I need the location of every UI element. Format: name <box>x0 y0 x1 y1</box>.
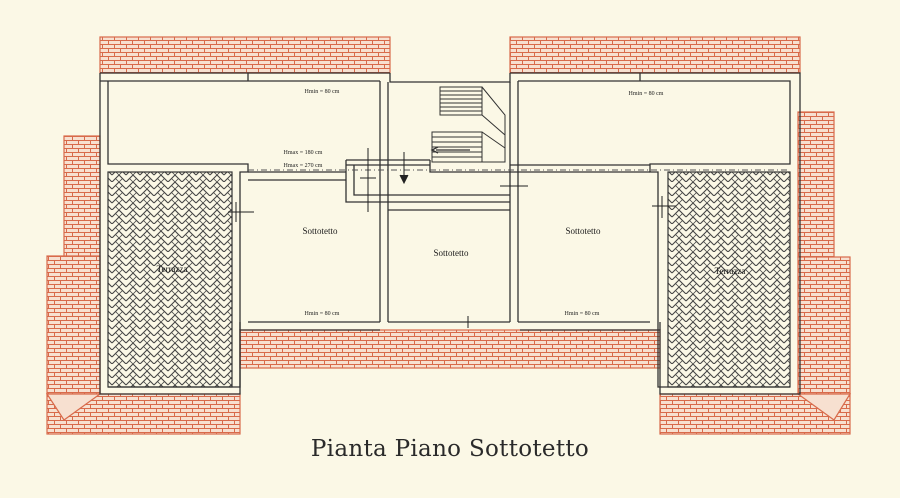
brick-top-left <box>99 36 391 74</box>
brick-bottom-center <box>239 329 661 369</box>
brick-corner-left <box>45 393 102 421</box>
brick-top-right <box>509 36 801 74</box>
brick-right-lower <box>797 256 851 395</box>
brick-corner-right <box>796 393 852 421</box>
plan-title: Pianta Piano Sottotetto <box>310 436 590 462</box>
room-label-sottotetto-right: Sottotetto <box>565 226 601 236</box>
terrace-left <box>107 171 233 388</box>
interior-walls <box>99 72 801 395</box>
height-label-max-180: Hmax = 180 cm <box>284 150 323 156</box>
height-label-top-left: Hmin = 80 cm <box>305 89 340 95</box>
terrace-right <box>667 171 791 388</box>
brick-walls <box>45 36 852 435</box>
room-label-terrazza-right: Terrazza <box>715 266 746 276</box>
staircase <box>430 86 506 163</box>
room-label-sottotetto-center: Sottotetto <box>433 248 469 258</box>
room-label-terrazza-left: Terrazza <box>157 264 188 274</box>
height-label-top-right: Hmin = 80 cm <box>629 91 664 97</box>
brick-right-upper <box>797 111 835 258</box>
door-markers <box>228 148 676 328</box>
height-label-bottom-left: Hmin = 80 cm <box>305 311 340 317</box>
room-label-sottotetto-left: Sottotetto <box>302 226 338 236</box>
height-label-bottom-right: Hmin = 80 cm <box>565 311 600 317</box>
height-label-max-270: Hmax = 270 cm <box>284 163 323 169</box>
brick-left-lower <box>46 255 101 395</box>
